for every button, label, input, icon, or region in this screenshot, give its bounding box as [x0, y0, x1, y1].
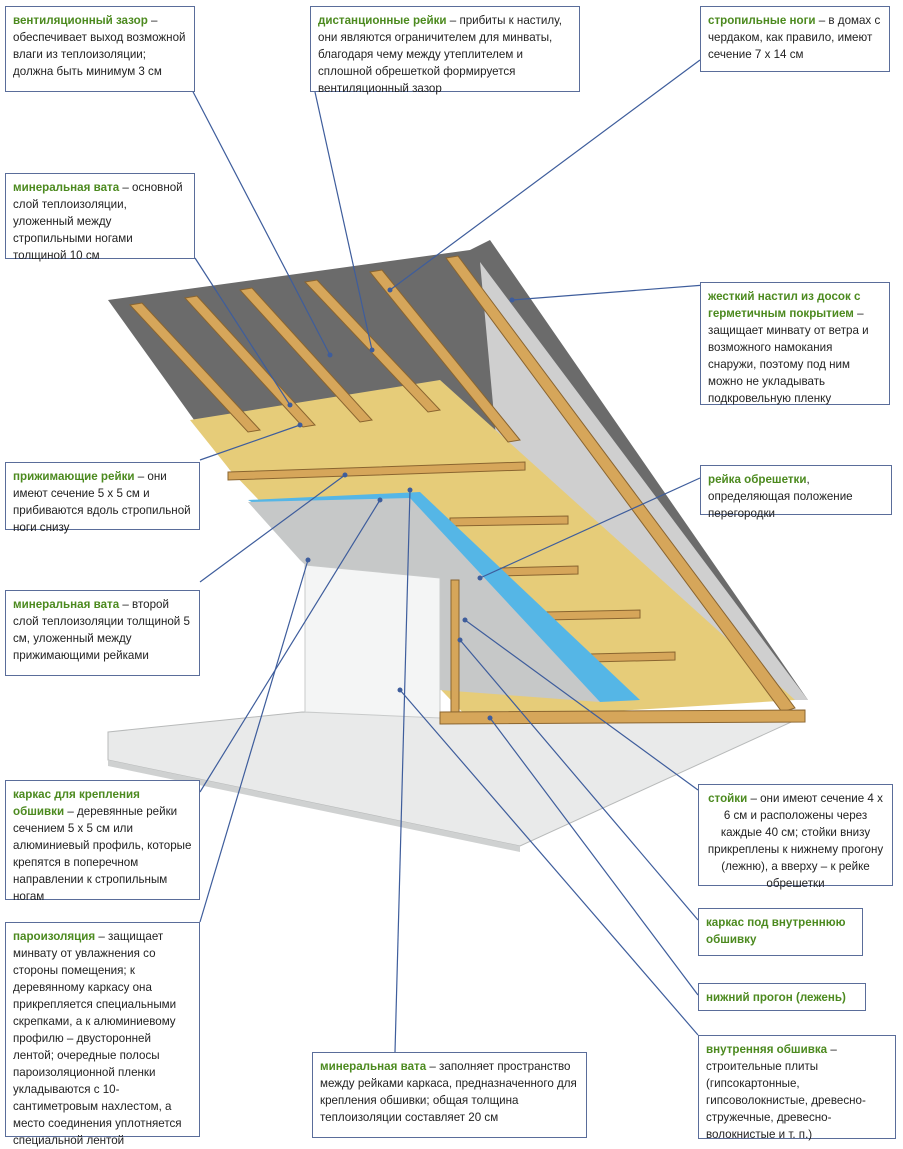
- callout-lath-batten: рейка обрешетки, определяющая положение …: [700, 465, 892, 520]
- callout-title: пароизоляция: [13, 930, 96, 943]
- callout-bottom-plate: нижний прогон (лежень): [698, 983, 866, 1011]
- insulation-layer: [190, 380, 795, 720]
- callout-title: прижимающие рейки: [13, 470, 135, 483]
- callout-text: – они имеют сечение 5 х 5 см и прибивают…: [13, 470, 191, 534]
- callout-title: стропильные ноги: [708, 14, 816, 27]
- callout-pressing-battens: прижимающие рейки – они имеют сечение 5 …: [5, 462, 200, 534]
- callout-text: – заполняет пространство между рейками к…: [320, 1060, 577, 1124]
- rafters: [129, 255, 796, 713]
- callout-title: вентиляционный зазор: [13, 14, 148, 27]
- callout-inner-cladding: внутренняя обшивка – строительные плиты …: [698, 1035, 896, 1141]
- callout-spacer-battens: дистанционные рейки – прибиты к настилу,…: [310, 6, 580, 95]
- callout-text: – прибиты к настилу, они являются ограни…: [318, 14, 562, 95]
- floor-slab: [107, 711, 801, 847]
- callout-text: – второй слой теплоизоляции толщиной 5 с…: [13, 598, 190, 662]
- callout-text: – в домах с чердаком, как правило, имеют…: [708, 14, 881, 61]
- studs: [439, 579, 806, 725]
- callout-vapor-barrier: пароизоляция – защищает минвату от увлаж…: [5, 922, 200, 1147]
- callout-rigid-deck: жесткий настил из досок с герметичным по…: [700, 282, 890, 405]
- callout-cladding-frame: каркас для крепления обшивки – деревянны…: [5, 780, 200, 903]
- callout-mineral-wool-main: минеральная вата – основной слой теплоиз…: [5, 173, 195, 262]
- callout-rafters: стропильные ноги – в домах с чердаком, к…: [700, 6, 890, 72]
- floor-slab-edge: [108, 760, 520, 852]
- callout-title: нижний прогон (лежень): [706, 991, 846, 1004]
- callout-mineral-wool-second: минеральная вата – второй слой теплоизол…: [5, 590, 200, 676]
- callout-mineral-wool-third: минеральная вата – заполняет пространств…: [312, 1052, 587, 1138]
- callout-title: каркас для крепления обшивки: [13, 788, 140, 818]
- callout-inner-frame: каркас под внутреннюю обшивку: [698, 908, 863, 956]
- callout-title: внутренняя обшивка: [706, 1043, 828, 1056]
- callout-text: – защищает минвату от увлажнения со стор…: [13, 930, 182, 1147]
- callout-text: – строительные плиты (гипсокартонные, ги…: [706, 1043, 866, 1141]
- callout-title: стойки: [708, 792, 748, 805]
- callout-text: , определяющая положение перегородки: [708, 473, 853, 520]
- callout-title: жесткий настил из досок с герметичным по…: [708, 290, 861, 320]
- callout-text: – основной слой теплоизоляции, уложенный…: [13, 181, 183, 262]
- callout-title: минеральная вата: [13, 598, 120, 611]
- callout-text: – обеспечивает выход возможной влаги из …: [13, 14, 186, 78]
- callout-title: минеральная вата: [320, 1060, 427, 1073]
- callout-title: минеральная вата: [13, 181, 120, 194]
- callout-title: дистанционные рейки: [318, 14, 447, 27]
- callout-title: рейка обрешетки: [708, 473, 807, 486]
- callout-studs: стойки – они имеют сечение 4 х 6 см и ра…: [698, 784, 893, 890]
- callout-text: – деревянные рейки сечением 5 х 5 см или…: [13, 805, 192, 903]
- callout-title: каркас под внутреннюю обшивку: [706, 916, 846, 946]
- callout-text: – они имеют сечение 4 х 6 см и расположе…: [707, 792, 884, 890]
- callout-vent-gap: вентиляционный зазор – обеспечивает выхо…: [5, 6, 195, 92]
- callout-text: – защищает минвату от ветра и возможного…: [708, 307, 869, 405]
